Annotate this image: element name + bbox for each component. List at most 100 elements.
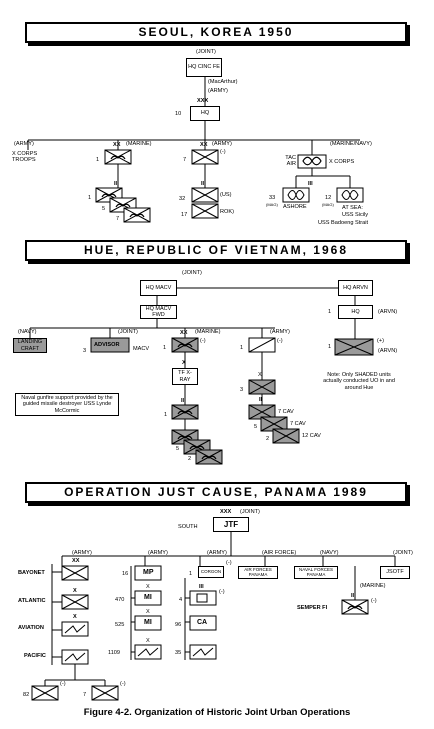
panama-corgon-box: CORGON <box>198 566 224 578</box>
seoul-minus-mid-label: (-) <box>220 149 226 155</box>
seoul-uss-badoeng-label: USS Badoeng Strait <box>318 220 369 226</box>
seoul-iii-a-label: III <box>114 181 119 187</box>
panama-82-symbol <box>31 685 59 701</box>
hue-advisor-frame <box>90 337 130 353</box>
hue-joint-b-label: (JOINT) <box>118 329 138 335</box>
seoul-12-label: 12 <box>325 195 332 201</box>
panama-semper-fi-symbol <box>341 599 369 615</box>
hue-1c-label: 1 <box>163 345 167 351</box>
figure-caption: Figure 4-2. Organization of Historic Joi… <box>83 707 351 718</box>
hue-macv-label: MACV <box>133 346 150 352</box>
seoul-iii-c-label: III <box>308 181 313 187</box>
seoul-17-rok-regiment-symbol <box>191 203 219 219</box>
hue-arvn-b-label: (ARVN) <box>378 348 398 354</box>
hue-naval-gunfire-note: Naval gunfire support provided by the gu… <box>15 393 119 416</box>
panama-mi-a-label: MI <box>144 594 152 601</box>
seoul-32-label: 32 <box>179 196 186 202</box>
panama-atlantic-label: ATLANTIC <box>18 598 46 604</box>
seoul-x-corps-label: X CORPS <box>329 159 355 165</box>
panama-army-a-label: (ARMY) <box>72 550 92 556</box>
hue-hq-macv-label: HQ MACV <box>145 284 172 291</box>
panama-mp-frame <box>134 565 162 581</box>
panama-4-inner <box>196 593 208 603</box>
panama-jtf-box: JTF <box>213 517 249 532</box>
seoul-tac-air-symbol-mark <box>302 156 322 166</box>
panama-south-label: SOUTH <box>178 524 198 530</box>
panama-35-label: 35 <box>175 650 182 656</box>
panama-x-mi-b-label: X <box>146 609 150 615</box>
panama-x-c-label: X <box>73 614 77 620</box>
seoul-connectors <box>27 77 360 188</box>
seoul-at-sea-label: AT SEA: <box>342 205 363 211</box>
seoul-us-label: (US) <box>220 192 232 198</box>
seoul-hq-label: HQ <box>200 110 210 117</box>
seoul-army-top-label: (ARMY) <box>208 88 228 94</box>
panama-minus-e-label: (-) <box>120 681 126 687</box>
hue-marine-regiment-3-symbol <box>195 449 223 465</box>
panama-x-a-label: X <box>73 588 77 594</box>
hue-hq-arvn-label: HQ ARVN <box>343 284 368 291</box>
hue-x-a-label: X <box>182 360 186 366</box>
panama-ca-frame <box>189 615 217 631</box>
panama-minus-a-label: (-) <box>226 560 232 566</box>
hue-5-label: 5 <box>176 446 180 452</box>
seoul-33-label: 33 <box>269 195 276 201</box>
hue-hq-macv-fwd-label: HQ MACV FWD <box>145 305 172 318</box>
panama-7-symbol <box>91 685 119 701</box>
hue-5b-label: 5 <box>254 424 258 430</box>
seoul-7th-division-symbol <box>191 149 219 165</box>
panama-16-label: 16 <box>122 571 129 577</box>
panama-mi-b-label: MI <box>144 619 152 626</box>
panama-semper-fi-label: SEMPER FI <box>297 605 328 611</box>
hue-ii-label: II <box>259 397 263 403</box>
seoul-7-label: 7 <box>183 157 187 163</box>
hue-7cav-b-label: 7 CAV <box>290 421 306 427</box>
panama-banner: OPERATION JUST CAUSE, PANAMA 1989 <box>25 482 407 503</box>
hue-1-arvn-label: 1 <box>328 309 332 315</box>
panama-minus-b-label: (-) <box>219 589 225 595</box>
hue-landing-craft-box: LANDING CRAFT <box>13 338 47 353</box>
hue-plus-label: (+) <box>377 338 384 344</box>
panama-army-b-label: (ARMY) <box>148 550 168 556</box>
seoul-marine-navy-label: (MARINE/NAVY) <box>330 141 372 147</box>
seoul-mag-a-label: (MAG) <box>266 202 278 207</box>
hue-hq-macv-fwd-box: HQ MACV FWD <box>140 305 177 319</box>
panama-ca-label: CA <box>197 619 208 626</box>
hue-joint-label: (JOINT) <box>182 270 202 276</box>
hue-1st-marine-division-symbol <box>171 337 199 353</box>
panama-mi470-frame <box>134 590 162 606</box>
panama-marine-label: (MARINE) <box>360 583 386 589</box>
hue-tf-xray-box: TF X-RAY <box>172 368 198 385</box>
seoul-uss-sicily-label: USS Sicily <box>342 212 369 218</box>
hue-hq-arvn-box: HQ ARVN <box>338 280 373 296</box>
panama-air-forces-label: AIR FORCES PANAMA <box>244 566 272 577</box>
seoul-army-left-label: (ARMY) <box>14 141 34 147</box>
panama-xxx-label: XXX <box>220 509 232 515</box>
panama-4-label: 4 <box>179 597 183 603</box>
hue-1d-label: 1 <box>240 345 244 351</box>
hue-hq-macv-box: HQ MACV <box>140 280 177 296</box>
hue-marine-regiment-1-symbol <box>171 404 199 420</box>
seoul-32-regiment-symbol <box>191 187 219 203</box>
hue-tf-xray-label: TF X-RAY <box>178 370 192 383</box>
hue-army-label: (ARMY) <box>270 329 290 335</box>
hue-arvn-a-label: (ARVN) <box>378 309 398 315</box>
panama-naval-forces-box: NAVAL FORCES PANAMA <box>294 566 338 579</box>
seoul-17-label: 17 <box>181 212 188 218</box>
panama-atlantic-symbol <box>61 594 89 610</box>
seoul-7b-label: 7 <box>116 216 120 222</box>
panama-bayonet-label: BAYONET <box>18 570 45 576</box>
panama-mi525-frame <box>134 615 162 631</box>
seoul-macarthur-label: (MacArthur) <box>208 79 238 85</box>
hue-1-arvn-div-label: 1 <box>328 344 332 350</box>
seoul-xx1-label: XX <box>113 142 121 148</box>
hue-2b-label: 2 <box>266 436 270 442</box>
hue-banner: HUE, REPUBLIC OF VIETNAM, 1968 <box>25 240 407 261</box>
hue-xx-label: XX <box>180 330 188 336</box>
panama-x-mi-a-label: X <box>146 584 150 590</box>
panama-aviation-symbol <box>61 621 89 637</box>
panama-joint-b-label: (JOINT) <box>393 550 413 556</box>
seoul-marine-regiment-7-symbol <box>123 207 151 223</box>
